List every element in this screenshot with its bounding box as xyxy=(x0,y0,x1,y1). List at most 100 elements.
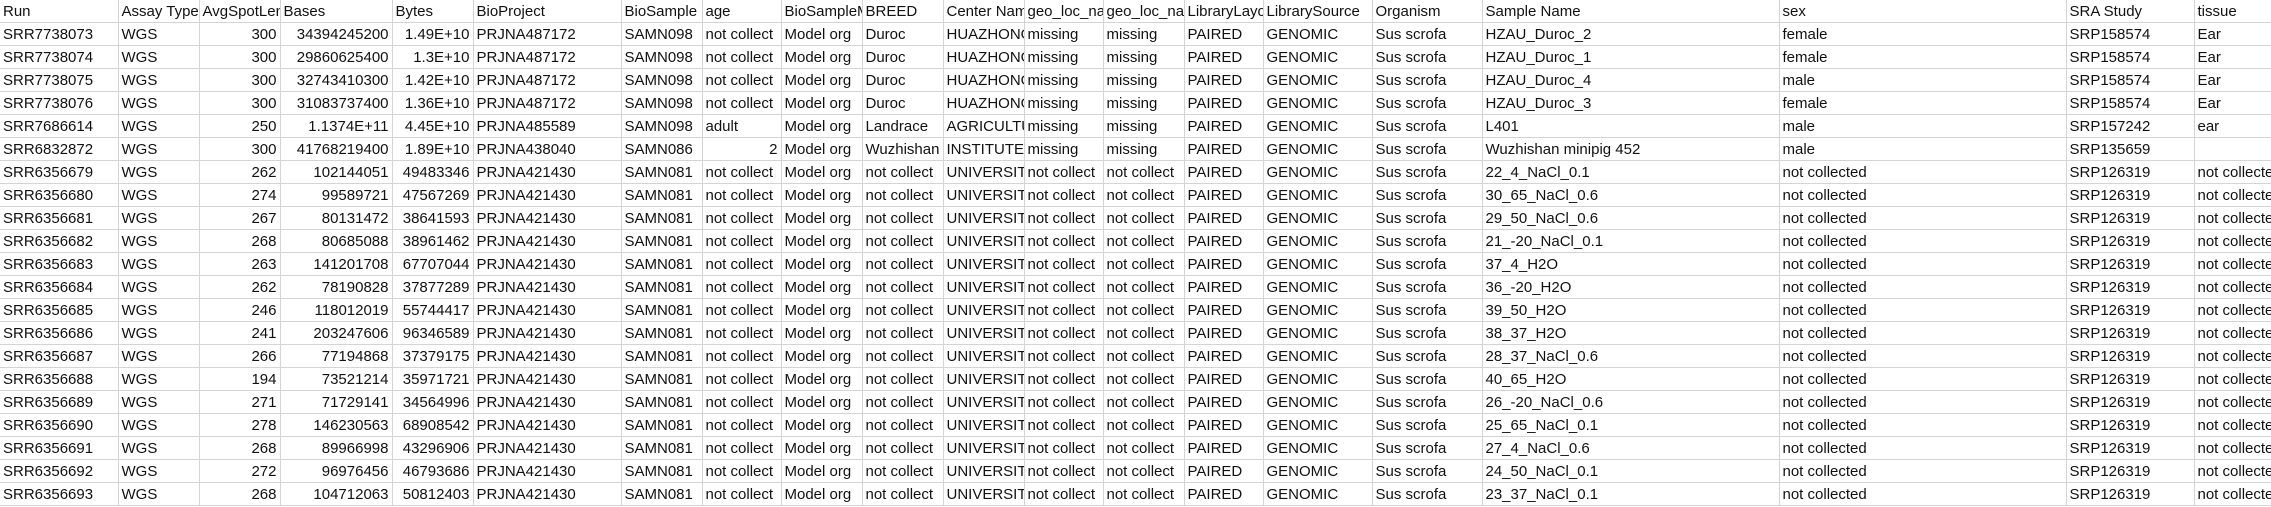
cell[interactable]: UNIVERSITY xyxy=(943,321,1025,345)
cell[interactable]: UNIVERSITY xyxy=(943,206,1025,230)
cell[interactable]: Sus scrofa xyxy=(1372,298,1483,322)
cell[interactable]: missing xyxy=(1103,22,1185,46)
cell[interactable]: GENOMIC xyxy=(1263,137,1373,161)
cell[interactable]: not collect xyxy=(702,91,782,115)
cell[interactable]: GENOMIC xyxy=(1263,321,1373,345)
cell[interactable]: not collect xyxy=(1103,413,1185,437)
cell[interactable]: 37877289 xyxy=(392,275,474,299)
cell[interactable]: PRJNA487172 xyxy=(473,68,622,92)
cell[interactable]: PRJNA421430 xyxy=(473,390,622,414)
cell[interactable]: Sus scrofa xyxy=(1372,206,1483,230)
cell[interactable]: 268 xyxy=(199,436,281,460)
cell[interactable]: SRP157242 xyxy=(2066,114,2195,138)
cell[interactable]: L401 xyxy=(1482,114,1780,138)
cell[interactable]: SAMN081 xyxy=(621,252,703,276)
cell[interactable]: 300 xyxy=(199,137,281,161)
cell[interactable]: 38641593 xyxy=(392,206,474,230)
cell[interactable]: SAMN081 xyxy=(621,229,703,253)
cell[interactable]: 278 xyxy=(199,413,281,437)
cell[interactable]: not collect xyxy=(702,482,782,506)
cell[interactable]: not collect xyxy=(1103,482,1185,506)
cell[interactable]: Model org xyxy=(781,459,863,483)
cell[interactable]: 25_65_NaCl_0.1 xyxy=(1482,413,1780,437)
cell[interactable]: not collect xyxy=(862,390,944,414)
cell[interactable]: Sus scrofa xyxy=(1372,413,1483,437)
cell[interactable]: not collect xyxy=(702,22,782,46)
cell[interactable]: not collect xyxy=(702,367,782,391)
cell[interactable]: not collect xyxy=(1024,206,1104,230)
cell[interactable]: not collect xyxy=(1103,160,1185,184)
cell[interactable]: Sus scrofa xyxy=(1372,68,1483,92)
cell[interactable]: PRJNA487172 xyxy=(473,91,622,115)
cell[interactable]: not collect xyxy=(862,321,944,345)
cell[interactable]: WGS xyxy=(118,459,200,483)
cell[interactable]: Model org xyxy=(781,114,863,138)
cell[interactable]: 203247606 xyxy=(280,321,393,345)
cell[interactable]: Sus scrofa xyxy=(1372,91,1483,115)
cell[interactable]: Model org xyxy=(781,183,863,207)
cell[interactable]: not collected xyxy=(1779,436,2067,460)
cell[interactable]: not collect xyxy=(862,367,944,391)
cell[interactable]: PAIRED xyxy=(1184,45,1264,69)
cell[interactable]: not collected xyxy=(1779,344,2067,368)
cell[interactable]: not collected xyxy=(1779,298,2067,322)
cell[interactable]: Model org xyxy=(781,137,863,161)
cell[interactable]: WGS xyxy=(118,183,200,207)
cell[interactable]: HZAU_Duroc_3 xyxy=(1482,91,1780,115)
cell[interactable]: INSTITUTE xyxy=(943,137,1025,161)
cell[interactable]: SRP126319 xyxy=(2066,459,2195,483)
cell[interactable]: not collected xyxy=(2194,160,2271,184)
column-header[interactable]: BioSampleModel xyxy=(781,0,863,23)
cell[interactable]: HUAZHONG xyxy=(943,45,1025,69)
cell[interactable]: WGS xyxy=(118,344,200,368)
cell[interactable]: female xyxy=(1779,91,2067,115)
cell[interactable]: Model org xyxy=(781,252,863,276)
cell[interactable]: Duroc xyxy=(862,68,944,92)
cell[interactable]: Ear xyxy=(2194,68,2271,92)
cell[interactable]: 300 xyxy=(199,22,281,46)
cell[interactable]: SRP126319 xyxy=(2066,482,2195,506)
cell[interactable]: Sus scrofa xyxy=(1372,252,1483,276)
cell[interactable]: SRR6832872 xyxy=(0,137,119,161)
cell[interactable]: not collect xyxy=(702,298,782,322)
cell[interactable]: PRJNA421430 xyxy=(473,298,622,322)
cell[interactable]: 29860625400 xyxy=(280,45,393,69)
cell[interactable]: PAIRED xyxy=(1184,344,1264,368)
cell[interactable]: not collect xyxy=(702,229,782,253)
cell[interactable]: SAMN098 xyxy=(621,45,703,69)
cell[interactable]: male xyxy=(1779,114,2067,138)
cell[interactable]: Model org xyxy=(781,390,863,414)
cell[interactable]: SRP158574 xyxy=(2066,68,2195,92)
cell[interactable]: 24_50_NaCl_0.1 xyxy=(1482,459,1780,483)
cell[interactable]: WGS xyxy=(118,390,200,414)
cell[interactable]: SAMN081 xyxy=(621,206,703,230)
cell[interactable]: Ear xyxy=(2194,45,2271,69)
cell[interactable]: 80685088 xyxy=(280,229,393,253)
cell[interactable]: SRP126319 xyxy=(2066,298,2195,322)
cell[interactable]: not collect xyxy=(1024,482,1104,506)
column-header[interactable]: AvgSpotLen xyxy=(199,0,281,23)
cell[interactable]: not collect xyxy=(702,390,782,414)
cell[interactable]: 262 xyxy=(199,160,281,184)
cell[interactable]: SAMN098 xyxy=(621,22,703,46)
cell[interactable]: SAMN086 xyxy=(621,137,703,161)
cell[interactable]: SRR7738076 xyxy=(0,91,119,115)
column-header[interactable]: BioSample xyxy=(621,0,703,23)
cell[interactable]: GENOMIC xyxy=(1263,160,1373,184)
cell[interactable]: Sus scrofa xyxy=(1372,22,1483,46)
cell[interactable]: 246 xyxy=(199,298,281,322)
cell[interactable]: not collect xyxy=(702,68,782,92)
cell[interactable]: UNIVERSITY xyxy=(943,160,1025,184)
cell[interactable]: not collect xyxy=(1024,183,1104,207)
cell[interactable]: SRR7686614 xyxy=(0,114,119,138)
column-header[interactable]: Run xyxy=(0,0,119,23)
cell[interactable]: not collect xyxy=(862,459,944,483)
cell[interactable]: 40_65_H2O xyxy=(1482,367,1780,391)
cell[interactable]: 272 xyxy=(199,459,281,483)
cell[interactable]: UNIVERSITY xyxy=(943,183,1025,207)
cell[interactable]: not collected xyxy=(1779,160,2067,184)
cell[interactable]: HUAZHONG xyxy=(943,68,1025,92)
cell[interactable]: 28_37_NaCl_0.6 xyxy=(1482,344,1780,368)
cell[interactable]: 1.89E+10 xyxy=(392,137,474,161)
cell[interactable]: Landrace xyxy=(862,114,944,138)
